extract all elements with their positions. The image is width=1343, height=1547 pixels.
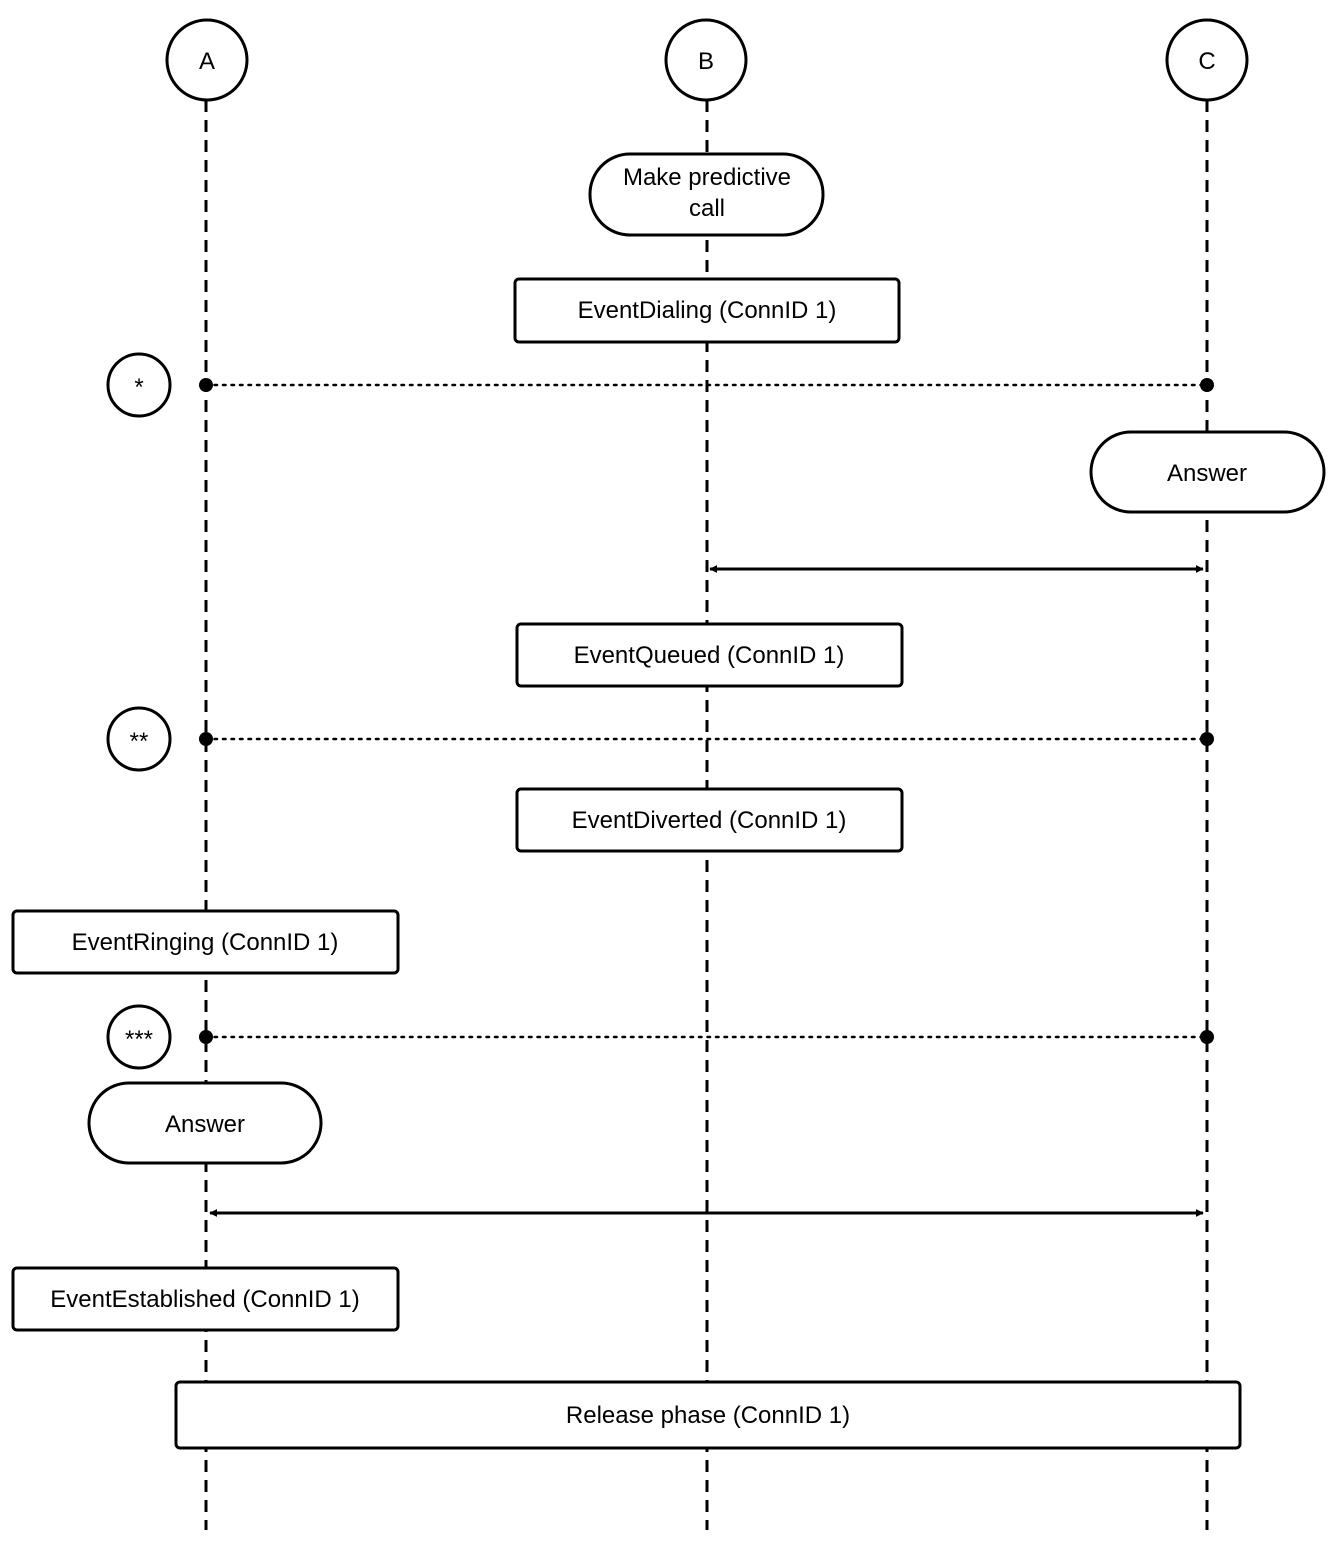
participant-a-label: A	[199, 48, 215, 75]
event-established-box: EventEstablished (ConnID 1)	[11, 1266, 400, 1332]
event-queued-label: EventQueued (ConnID 1)	[574, 642, 845, 669]
marker-label-3: ***	[125, 1026, 153, 1053]
event-ringing-label: EventRinging (ConnID 1)	[72, 929, 339, 956]
marker-label-1: *	[134, 374, 143, 401]
sync-marker-3: ***	[106, 1004, 1214, 1070]
event-diverted-label: EventDiverted (ConnID 1)	[572, 807, 847, 834]
answer-a-action: Answer	[87, 1081, 323, 1165]
make-predictive-call-action: Make predictive call	[588, 152, 825, 237]
make-predictive-call-line-2: call	[689, 195, 725, 222]
event-queued-box: EventQueued (ConnID 1)	[515, 622, 904, 688]
connector-dot-a-1	[199, 378, 213, 392]
answer-a-label: Answer	[165, 1111, 245, 1138]
event-ringing-box: EventRinging (ConnID 1)	[11, 909, 400, 975]
connector-dot-c-1	[1200, 378, 1214, 392]
event-diverted-box: EventDiverted (ConnID 1)	[515, 787, 904, 853]
sync-marker-1: *	[106, 352, 1214, 418]
event-dialing-label: EventDialing (ConnID 1)	[578, 297, 837, 324]
participant-a: A	[165, 18, 249, 102]
event-dialing-box: EventDialing (ConnID 1)	[513, 277, 901, 344]
release-phase-label: Release phase (ConnID 1)	[566, 1402, 850, 1429]
connector-dot-a-3	[199, 1030, 213, 1044]
marker-label-2: **	[130, 728, 149, 755]
release-phase-box: Release phase (ConnID 1)	[174, 1380, 1242, 1450]
connector-dot-c-2	[1200, 732, 1214, 746]
participant-c: C	[1165, 18, 1249, 102]
participant-c-label: C	[1198, 48, 1215, 75]
answer-c-label: Answer	[1167, 460, 1247, 487]
sync-marker-2: **	[106, 706, 1214, 772]
participant-b-label: B	[698, 48, 714, 75]
event-established-label: EventEstablished (ConnID 1)	[50, 1286, 360, 1313]
make-predictive-call-line-1: Make predictive	[623, 164, 791, 191]
connector-dot-c-3	[1200, 1030, 1214, 1044]
connector-dot-a-2	[199, 732, 213, 746]
answer-c-action: Answer	[1089, 430, 1326, 514]
participant-b: B	[664, 18, 748, 102]
